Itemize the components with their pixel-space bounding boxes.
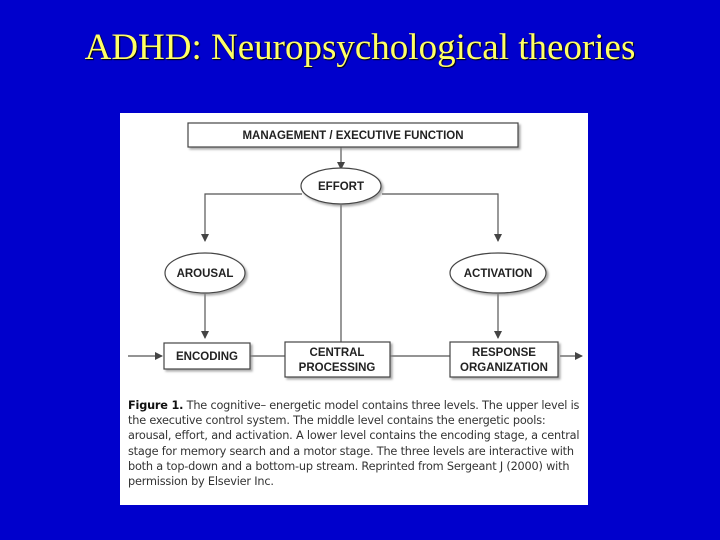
central-label-line1: CENTRAL: [310, 347, 365, 359]
node-activation: ACTIVATION: [449, 252, 547, 294]
node-central-processing: CENTRAL PROCESSING: [284, 341, 391, 378]
node-effort: EFFORT: [300, 167, 382, 205]
effort-label: EFFORT: [318, 181, 364, 193]
encoding-label: ENCODING: [176, 351, 238, 363]
central-label-line2: PROCESSING: [299, 362, 376, 374]
caption-text: The cognitive– energetic model contains …: [128, 399, 580, 489]
node-management: MANAGEMENT / EXECUTIVE FUNCTION: [187, 122, 519, 148]
arousal-label: AROUSAL: [177, 268, 234, 280]
response-label-line1: RESPONSE: [472, 347, 536, 359]
figure-caption: Figure 1. The cognitive– energetic model…: [128, 398, 584, 489]
management-label: MANAGEMENT / EXECUTIVE FUNCTION: [242, 130, 463, 142]
cognitive-energetic-diagram: MANAGEMENT / EXECUTIVE FUNCTION EFFORT A…: [128, 122, 583, 378]
arrow-effort-to-arousal: [201, 193, 302, 242]
caption-lead: Figure 1.: [128, 399, 184, 412]
model-figure: MANAGEMENT / EXECUTIVE FUNCTION EFFORT A…: [120, 113, 588, 505]
activation-label: ACTIVATION: [464, 268, 533, 280]
node-encoding: ENCODING: [163, 342, 251, 370]
node-response-organization: RESPONSE ORGANIZATION: [449, 341, 559, 378]
arrow-effort-to-activation: [382, 193, 502, 242]
response-label-line2: ORGANIZATION: [460, 362, 548, 374]
node-arousal: AROUSAL: [164, 252, 246, 294]
slide-title: ADHD: Neuropsychological theories: [84, 27, 636, 68]
